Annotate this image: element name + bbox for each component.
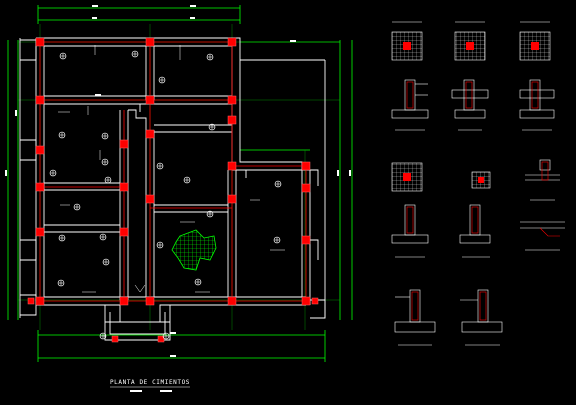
garden-hatch (171, 229, 217, 271)
circle-cross-icon (206, 210, 214, 218)
circle-cross-icon (99, 233, 107, 241)
footing-detail-2 (454, 21, 486, 61)
circle-cross-icon (58, 234, 66, 242)
section-detail-2 (451, 79, 489, 131)
foundation-beams (39, 41, 307, 302)
section-detail-6 (459, 204, 491, 258)
circle-cross-icon (131, 50, 139, 58)
detail-sheet (391, 21, 565, 346)
drawing-title: PLANTA DE CIMIENTOS (110, 379, 190, 386)
circle-cross-icon (156, 162, 164, 170)
circle-cross-icon (101, 158, 109, 166)
section-detail-1 (391, 79, 429, 131)
axis-lines (18, 24, 340, 330)
walls (19, 37, 326, 341)
circle-cross-icon (104, 176, 112, 184)
circle-cross-icon (59, 52, 67, 60)
section-markers (49, 50, 282, 340)
section-detail-4 (525, 159, 560, 201)
section-detail-9 (460, 289, 503, 346)
dimension-tags (5, 5, 351, 357)
circle-cross-icon (57, 279, 65, 287)
circle-cross-icon (73, 203, 81, 211)
footing-detail-3 (519, 21, 551, 61)
circle-cross-icon (208, 123, 216, 131)
footing-detail-4 (391, 162, 423, 192)
footing-detail-1 (391, 21, 423, 61)
circle-cross-icon (101, 132, 109, 140)
footing-detail-5 (471, 171, 491, 189)
circle-cross-icon (274, 180, 282, 188)
section-detail-7 (520, 221, 565, 251)
circle-cross-icon (206, 53, 214, 61)
section-detail-5 (391, 204, 429, 258)
circle-cross-icon (162, 332, 170, 340)
circle-cross-icon (58, 131, 66, 139)
circle-cross-icon (183, 176, 191, 184)
columns (27, 37, 319, 343)
section-detail-3 (519, 79, 555, 131)
circle-cross-icon (49, 169, 57, 177)
leader-lines (58, 45, 285, 293)
section-detail-8 (394, 289, 436, 346)
circle-cross-icon (194, 278, 202, 286)
circle-cross-icon (156, 241, 164, 249)
circle-cross-icon (158, 76, 166, 84)
circle-cross-icon (99, 332, 107, 340)
foundation-plan: PLANTA DE CIMIENTOS (5, 5, 353, 392)
circle-cross-icon (273, 236, 281, 244)
circle-cross-icon (102, 258, 110, 266)
